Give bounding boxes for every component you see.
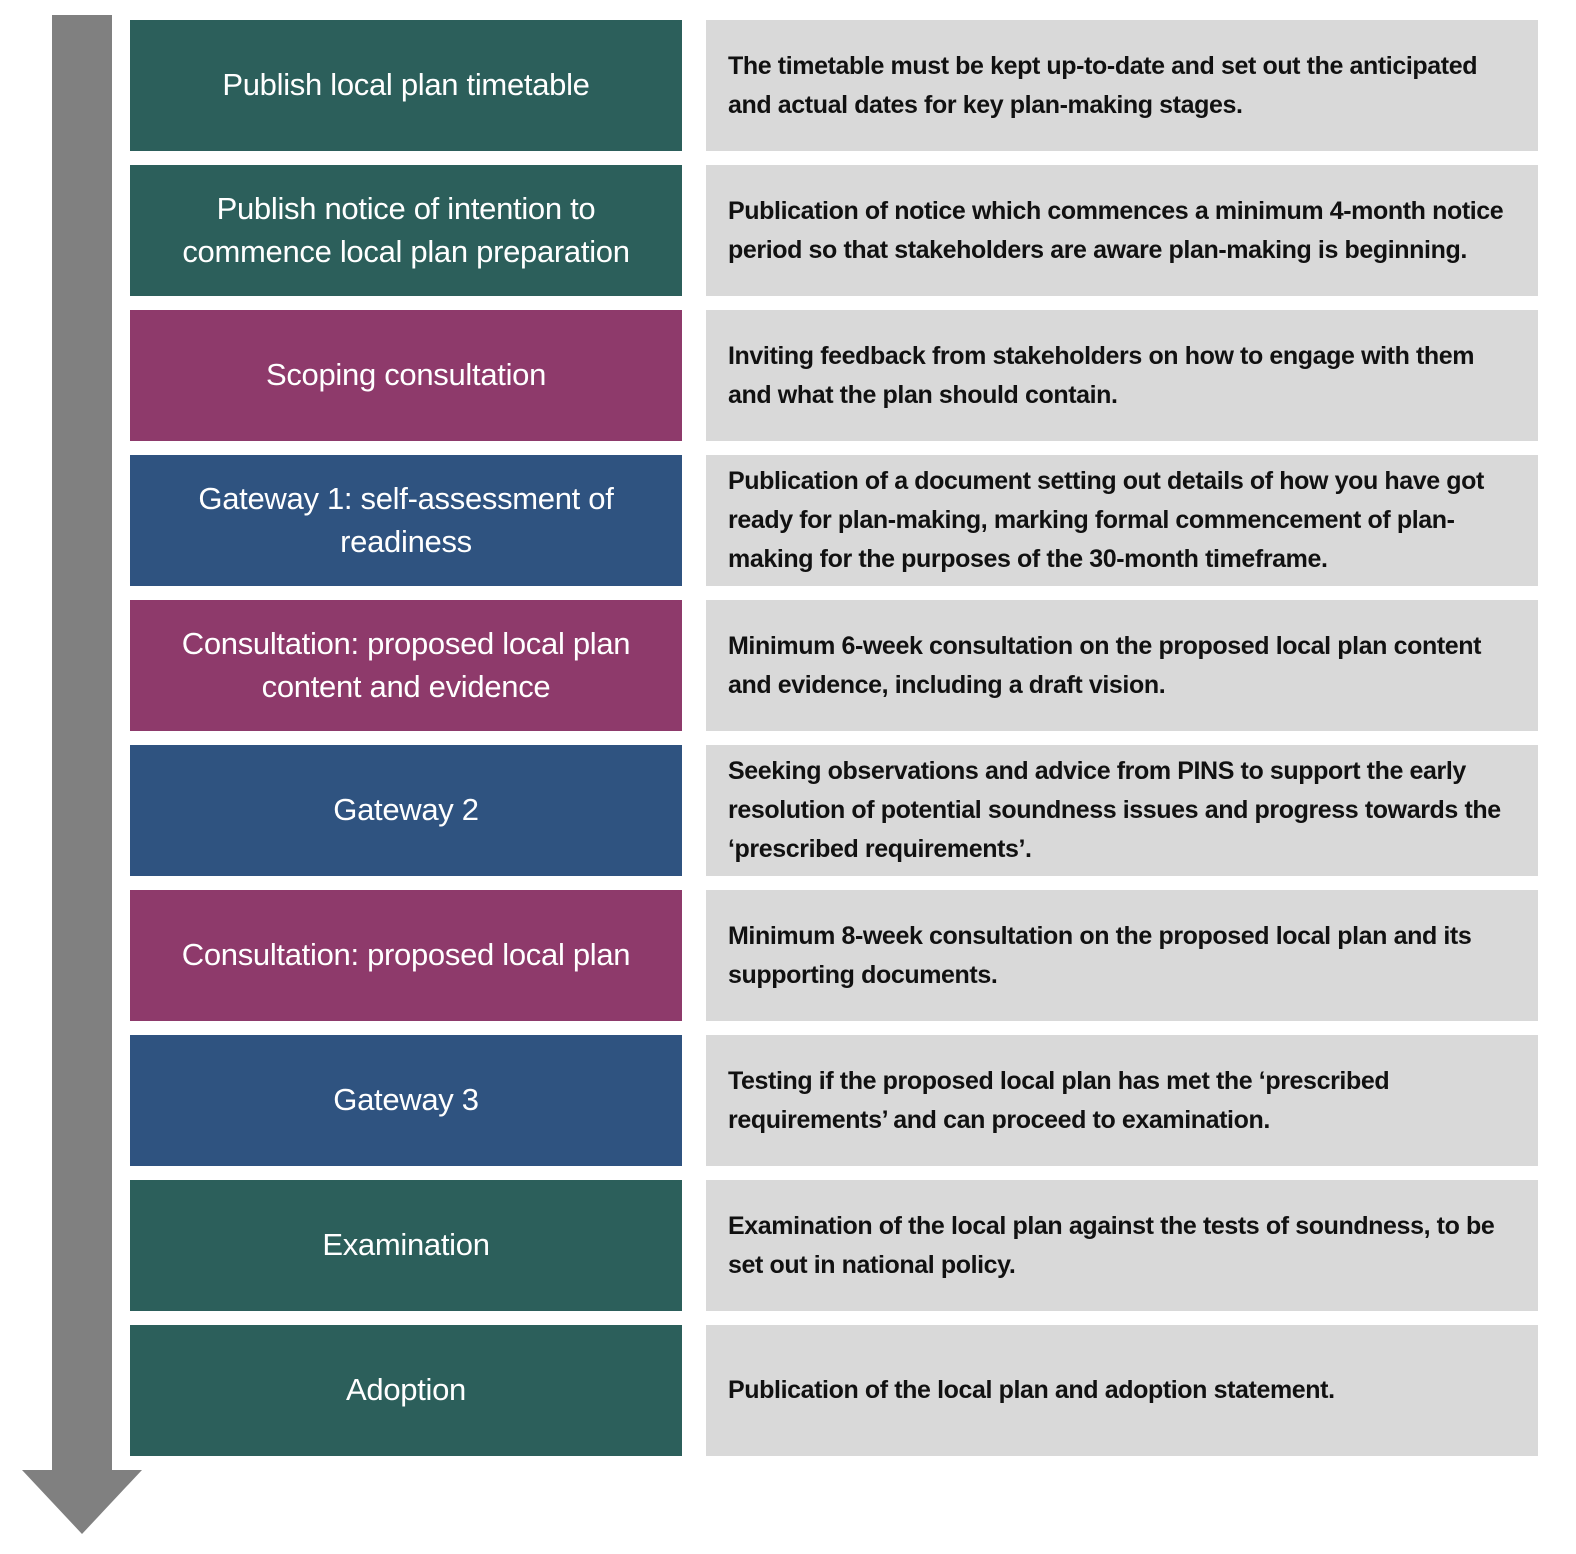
stage-list: Publish local plan timetable The timetab…: [130, 20, 1538, 1470]
stage-box: Gateway 1: self-assessment of readiness: [130, 455, 682, 586]
stage-box: Consultation: proposed local plan conten…: [130, 600, 682, 731]
stage-box: Scoping consultation: [130, 310, 682, 441]
stage-description: Testing if the proposed local plan has m…: [728, 1066, 1390, 1134]
stage-box: Consultation: proposed local plan: [130, 890, 682, 1021]
stage-label: Gateway 2: [333, 792, 479, 828]
stage-description: Publication of a document setting out de…: [728, 467, 1484, 573]
stage-box: Adoption: [130, 1325, 682, 1456]
stage-row-5: Consultation: proposed local plan conten…: [130, 600, 1538, 731]
stage-description-box: Minimum 8-week consultation on the propo…: [706, 890, 1538, 1021]
stage-row-8: Gateway 3 Testing if the proposed local …: [130, 1035, 1538, 1166]
stage-box: Publish notice of intention to commence …: [130, 165, 682, 296]
stage-label: Publish notice of intention to commence …: [182, 190, 630, 269]
stage-label: Adoption: [346, 1372, 466, 1408]
stage-description: Examination of the local plan against th…: [728, 1211, 1495, 1279]
stage-row-9: Examination Examination of the local pla…: [130, 1180, 1538, 1311]
stage-description-box: Inviting feedback from stakeholders on h…: [706, 310, 1538, 441]
stage-row-1: Publish local plan timetable The timetab…: [130, 20, 1538, 151]
stage-label: Publish local plan timetable: [222, 67, 590, 103]
stage-description: Minimum 8-week consultation on the propo…: [728, 921, 1472, 989]
stage-box: Gateway 3: [130, 1035, 682, 1166]
stage-row-10: Adoption Publication of the local plan a…: [130, 1325, 1538, 1456]
stage-label: Consultation: proposed local plan: [181, 937, 631, 973]
stage-row-2: Publish notice of intention to commence …: [130, 165, 1538, 296]
stage-description-box: Publication of the local plan and adopti…: [706, 1325, 1538, 1456]
stage-label: Gateway 3: [333, 1082, 479, 1118]
stage-label: Scoping consultation: [265, 357, 547, 393]
stage-description-box: Minimum 6-week consultation on the propo…: [706, 600, 1538, 731]
stage-label: Examination: [322, 1227, 490, 1263]
stage-description: Seeking observations and advice from PIN…: [728, 757, 1501, 863]
stage-description-box: Testing if the proposed local plan has m…: [706, 1035, 1538, 1166]
stage-description: Publication of notice which commences a …: [728, 196, 1504, 264]
stage-description: Inviting feedback from stakeholders on h…: [728, 341, 1475, 409]
stage-box: Gateway 2: [130, 745, 682, 876]
stage-label: Gateway 1: self-assessment of readiness: [198, 480, 614, 559]
stage-description-box: Publication of a document setting out de…: [706, 455, 1538, 586]
stage-row-3: Scoping consultation Inviting feedback f…: [130, 310, 1538, 441]
stage-row-6: Gateway 2 Seeking observations and advic…: [130, 745, 1538, 876]
stage-description: The timetable must be kept up-to-date an…: [728, 51, 1478, 119]
stage-description-box: Examination of the local plan against th…: [706, 1180, 1538, 1311]
down-arrow-icon: [22, 1470, 142, 1534]
stage-description: Publication of the local plan and adopti…: [728, 1376, 1335, 1405]
process-arrow-shaft: [52, 15, 112, 1470]
stage-description-box: Publication of notice which commences a …: [706, 165, 1538, 296]
stage-description-box: The timetable must be kept up-to-date an…: [706, 20, 1538, 151]
stage-description: Minimum 6-week consultation on the propo…: [728, 631, 1482, 699]
stage-box: Publish local plan timetable: [130, 20, 682, 151]
stage-row-7: Consultation: proposed local plan Minimu…: [130, 890, 1538, 1021]
stage-label: Consultation: proposed local plan conten…: [181, 625, 631, 704]
stage-box: Examination: [130, 1180, 682, 1311]
stage-description-box: Seeking observations and advice from PIN…: [706, 745, 1538, 876]
stage-row-4: Gateway 1: self-assessment of readiness …: [130, 455, 1538, 586]
